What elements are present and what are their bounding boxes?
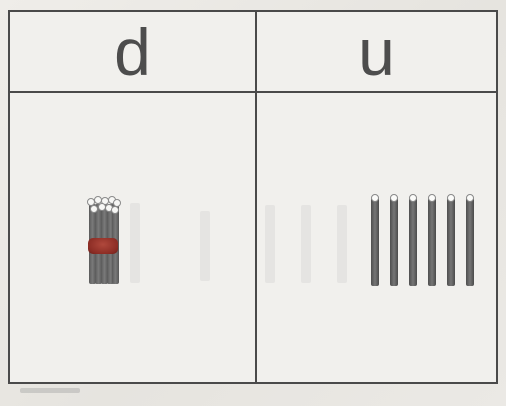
unit-rod-icon [466,194,474,288]
column-header-tens: d [10,12,255,91]
faint-show-through [337,205,347,283]
units-cell [257,93,496,382]
unit-rod-icon [428,194,436,288]
unit-rods-group [371,194,481,294]
faint-show-through [200,211,210,281]
faint-show-through [130,203,140,283]
column-header-tens-label: d [114,19,151,85]
column-header-units: u [257,12,496,91]
faint-show-through [265,205,275,283]
bundle-of-ten-rods-icon [86,196,120,286]
unit-rod-icon [371,194,379,288]
faint-print-mark [20,388,80,393]
unit-rod-icon [409,194,417,288]
unit-rod-icon [390,194,398,288]
faint-show-through [301,205,311,283]
column-header-units-label: u [358,19,395,85]
unit-rod-icon [447,194,455,288]
bundle-band [88,238,118,254]
tens-cell [10,93,255,382]
place-value-table: d u [8,10,498,384]
